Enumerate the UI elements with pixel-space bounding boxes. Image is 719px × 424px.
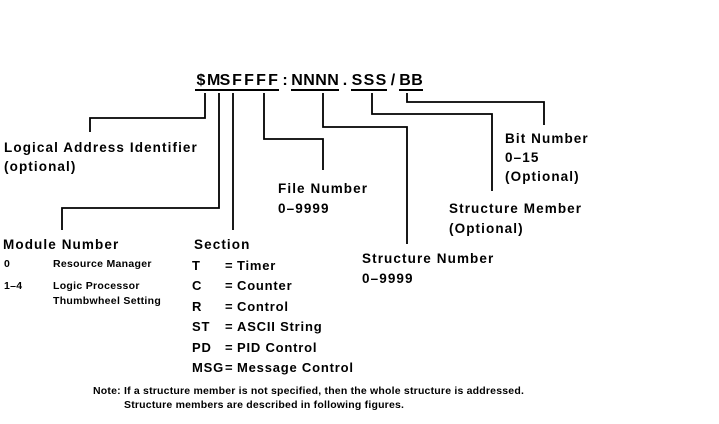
bit-number-line1: Bit Number — [505, 131, 589, 146]
module-row-0: 0 Resource Manager — [4, 257, 161, 275]
structure-number-range: 0–9999 — [362, 271, 414, 286]
address-char: M — [207, 72, 221, 91]
bit-number-range: 0–15 — [505, 150, 540, 165]
address-char: S — [363, 72, 375, 91]
equals-sign: = — [225, 319, 234, 335]
equals-sign: = — [225, 258, 234, 273]
address-char: : — [282, 72, 288, 89]
module-row-value-line2: Thumbwheel Setting — [53, 295, 162, 307]
section-key: ST — [192, 319, 211, 335]
address-char: S — [219, 72, 231, 91]
module-number-heading: Module Number — [3, 237, 120, 252]
module-row-key: 1–4 — [4, 280, 23, 292]
module-row-value-line1: Logic Processor — [53, 280, 140, 292]
section-row-ascii-string: ST =ASCII String — [192, 317, 354, 337]
section-key: C — [192, 278, 203, 294]
section-row-pid-control: PD =PID Control — [192, 338, 354, 358]
line-logical-address — [89, 93, 206, 132]
section-value: Timer — [237, 258, 277, 273]
equals-sign: = — [225, 339, 234, 355]
line-bit-number — [406, 93, 545, 125]
section-key: MSG — [192, 359, 225, 375]
address-char: F — [243, 72, 255, 91]
line-structure-number — [322, 93, 408, 244]
section-row-counter: C =Counter — [192, 276, 354, 296]
logical-address-line1: Logical Address Identifier — [4, 140, 198, 155]
address-char: N — [291, 72, 303, 91]
section-row-message-control: MSG=Message Control — [192, 358, 354, 378]
address-char: . — [342, 72, 348, 89]
address-char: $ — [195, 72, 207, 91]
address-char: F — [231, 72, 243, 91]
equals-sign: = — [225, 359, 234, 375]
section-value: Counter — [237, 278, 293, 294]
address-char: N — [315, 72, 327, 91]
file-number-range: 0–9999 — [278, 201, 330, 216]
structure-number-label: Structure Number 0–9999 — [362, 249, 494, 289]
address-char: F — [255, 72, 267, 91]
address-char: N — [303, 72, 315, 91]
address-char: B — [399, 72, 411, 91]
equals-sign: = — [225, 298, 234, 314]
equals-sign: = — [225, 278, 234, 294]
module-row-key: 0 — [4, 258, 11, 270]
structure-member-label: Structure Member (Optional) — [449, 199, 582, 239]
address-char: F — [267, 72, 279, 91]
section-value: ASCII String — [237, 319, 323, 335]
file-number-line1: File Number — [278, 181, 369, 196]
section-heading: Section — [194, 237, 251, 252]
module-row-value: Resource Manager — [53, 258, 152, 270]
logical-address-label: Logical Address Identifier (optional) — [4, 138, 198, 176]
file-number-label: File Number 0–9999 — [278, 179, 368, 219]
section-table: T=Timer C=Counter R=Control ST=ASCII Str… — [192, 256, 354, 378]
line-module-number — [61, 93, 220, 230]
address-char: S — [375, 72, 387, 91]
address-char: N — [327, 72, 339, 91]
bit-number-label: Bit Number 0–15 (Optional) — [505, 129, 589, 186]
address-char: B — [411, 72, 423, 91]
section-row-control: R =Control — [192, 297, 354, 317]
note-line1: Note: If a structure member is not speci… — [93, 385, 525, 397]
line-file-number — [263, 93, 324, 170]
figure-note: Note: If a structure member is not speci… — [93, 384, 524, 412]
structure-member-line1: Structure Member — [449, 201, 583, 216]
section-key: R — [192, 298, 203, 314]
section-value: Message Control — [237, 359, 354, 375]
section-key: PD — [192, 339, 212, 355]
address-char: S — [351, 72, 363, 91]
structure-member-optional: (Optional) — [449, 221, 524, 236]
line-structure-member — [371, 93, 493, 191]
note-line2: Structure members are described in follo… — [124, 399, 405, 411]
section-value: PID Control — [237, 339, 318, 355]
address-char: / — [390, 72, 396, 89]
structure-number-line1: Structure Number — [362, 251, 495, 266]
bit-number-optional: (Optional) — [505, 169, 580, 184]
section-row-timer: T =Timer — [192, 256, 354, 276]
section-value: Control — [237, 298, 289, 314]
section-key: T — [192, 258, 201, 273]
logical-address-line2: (optional) — [4, 159, 77, 174]
